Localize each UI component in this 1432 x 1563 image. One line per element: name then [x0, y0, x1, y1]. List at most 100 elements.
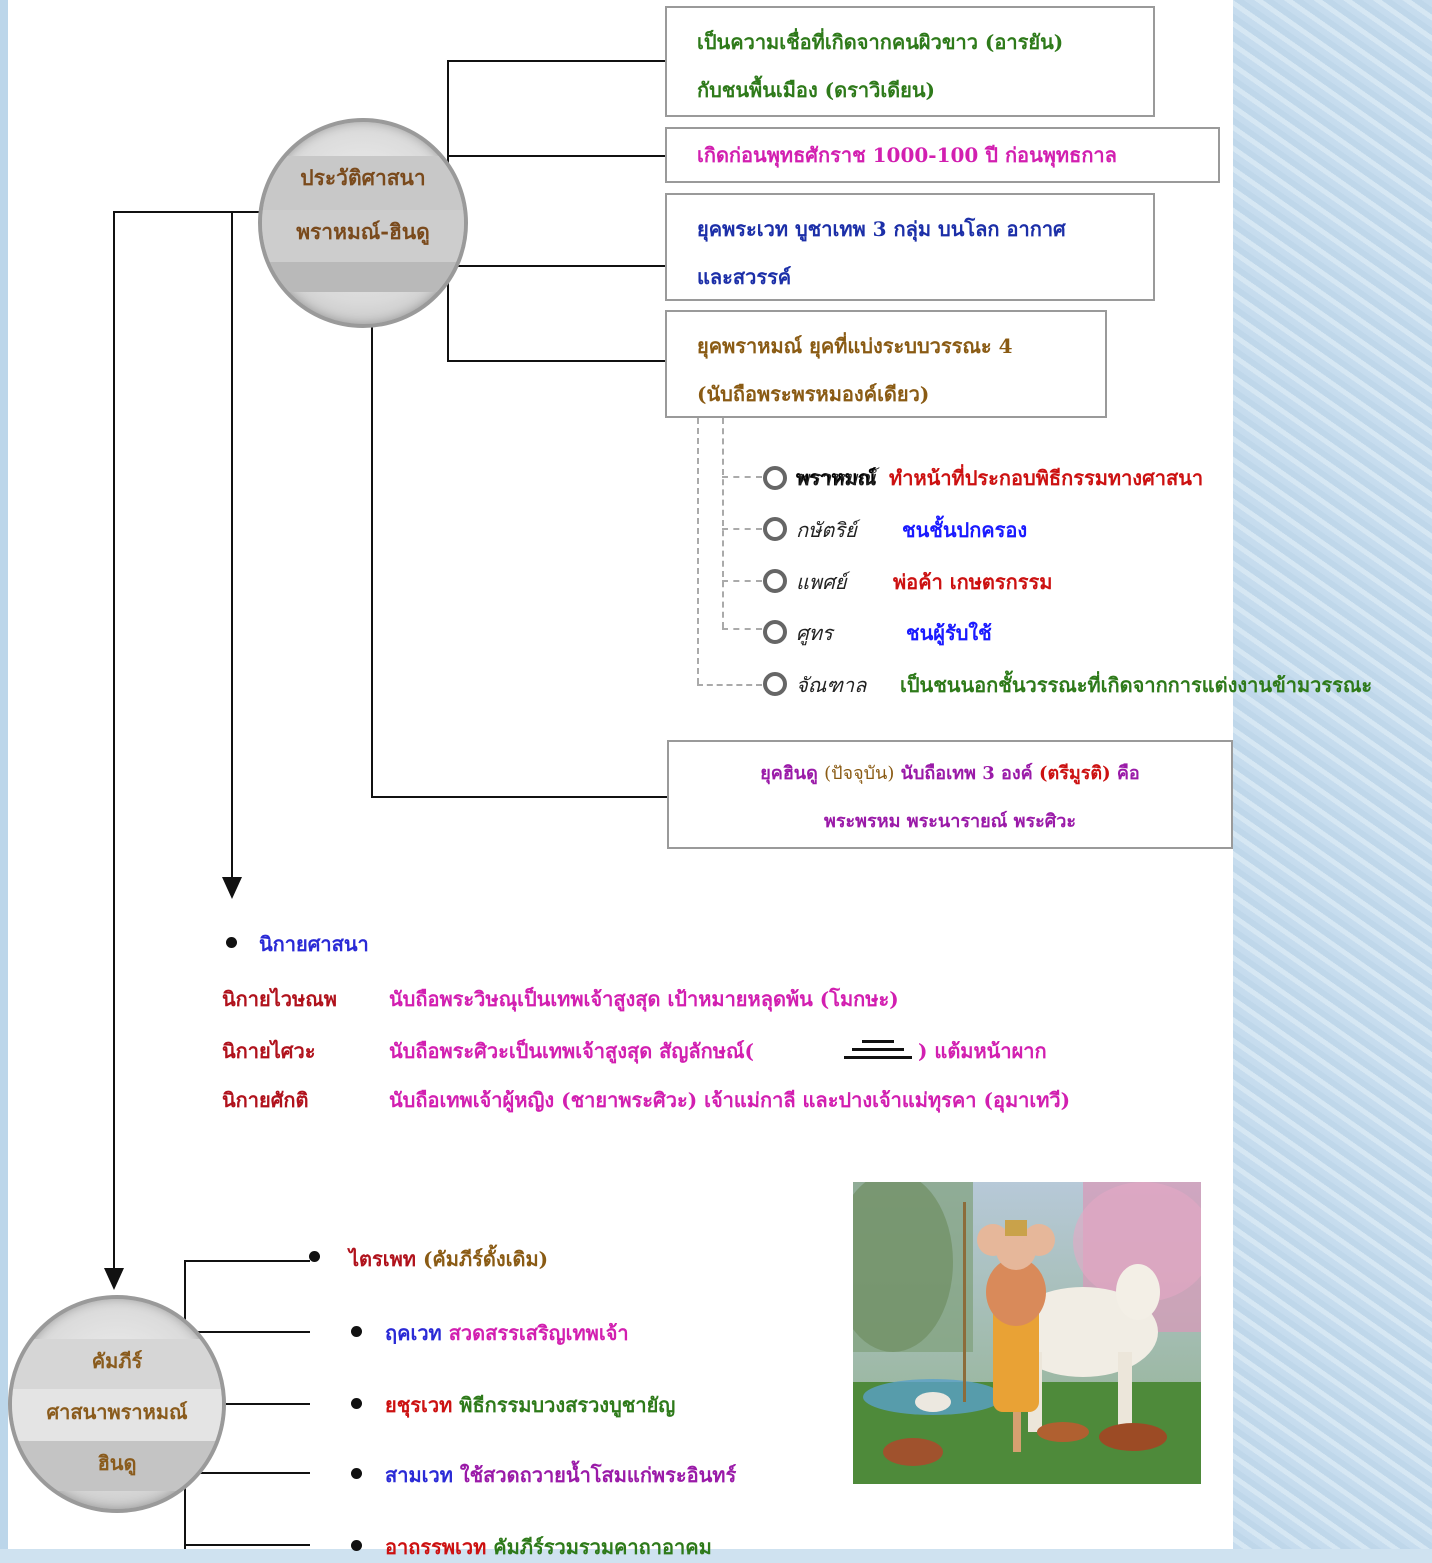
connector	[113, 211, 115, 1273]
circle-bullet-icon	[763, 466, 787, 490]
circle-title-line2: พราหมณ์-ฮินดู	[296, 219, 430, 244]
bullet-icon	[351, 1540, 362, 1551]
info-box-brahman: ยุคพราหมณ์ ยุคที่แบ่งระบบวรรณะ 4 (นับถือ…	[665, 310, 1107, 418]
bullet-icon	[351, 1398, 362, 1409]
history-circle: ประวัติศาสนา พราหมณ์-ฮินดู	[258, 118, 468, 328]
arrow-down-icon	[104, 1268, 124, 1290]
dashed-connector	[722, 528, 762, 530]
scripture-row: ไตรเพท (คัมภีร์ดั้งเดิม)	[349, 1243, 548, 1275]
info-box-vedic: ยุคพระเวท บูชาเทพ 3 กลุ่ม บนโลก อากาศ แล…	[665, 193, 1155, 301]
box-text: (ปัจจุบัน)	[824, 763, 895, 784]
circle-bullet-icon	[763, 620, 787, 644]
info-box-hindu-era: ยุคฮินดู (ปัจจุบัน) นับถือเทพ 3 องค์ (ตร…	[667, 740, 1233, 849]
circle-title-line3: ฮินดู	[97, 1451, 137, 1475]
painting-illustration	[853, 1182, 1201, 1484]
scripture-row: สามเวท ใช้สวดถวายน้ำโสมแก่พระอินทร์	[385, 1459, 736, 1491]
scripture-row: ยชุรเวท พิธีกรรมบวงสรวงบูชายัญ	[385, 1389, 675, 1421]
circle-bullet-icon	[763, 672, 787, 696]
box-text: เกิดก่อนพุทธศักราช 1000-100 ปี ก่อนพุทธก…	[697, 143, 1117, 167]
connector	[447, 360, 665, 362]
sect-desc-part1: นับถือพระศิวะเป็นเทพเจ้าสูงสุด สัญลักษณ์…	[389, 1039, 754, 1063]
caste-name: กษัตริย์	[796, 518, 857, 542]
caste-name: ศูทร	[796, 621, 833, 645]
scripture-name: ไตรเพท	[349, 1247, 416, 1271]
connector	[184, 1544, 310, 1546]
circle-bullet-icon	[763, 569, 787, 593]
caste-name: แพศย์	[796, 570, 847, 594]
connector	[184, 1331, 310, 1333]
sects-heading: นิกายศาสนา	[259, 932, 369, 956]
scripture-desc: พิธีกรรมบวงสรวงบูชายัญ	[459, 1393, 676, 1417]
sect-desc: นับถือเทพเจ้าผู้หญิง (ชายาพระศิวะ) เจ้าแ…	[389, 1088, 1071, 1112]
dashed-connector	[722, 418, 724, 628]
caste-name: จัณฑาล	[796, 673, 867, 697]
tilak-symbol-icon	[844, 1038, 912, 1060]
box-text: กับชนพื้นเมือง (ดราวิเดียน)	[697, 78, 935, 102]
circle-title-line2: ศาสนาพราหมณ์	[46, 1400, 188, 1424]
sect-name: นิกายไวษณพ	[222, 987, 337, 1011]
box-text: พระพรหม พระนารายณ์ พระศิวะ	[823, 811, 1077, 832]
bullet-icon	[309, 1251, 320, 1262]
bullet-icon	[351, 1326, 362, 1337]
dashed-connector	[722, 628, 762, 630]
connector	[447, 60, 665, 62]
scripture-desc: สวดสรรเสริญเทพเจ้า	[448, 1321, 629, 1345]
sect-name: นิกายศักติ	[222, 1088, 309, 1112]
scripture-row: ฤคเวท สวดสรรเสริญเทพเจ้า	[385, 1317, 629, 1349]
bullet-icon	[351, 1468, 362, 1479]
box-text: ยุคพระเวท บูชาเทพ 3 กลุ่ม บนโลก อากาศ	[697, 217, 1066, 241]
scripture-circle: คัมภีร์ ศาสนาพราหมณ์ ฮินดู	[8, 1295, 226, 1513]
dashed-connector	[722, 476, 762, 478]
circle-band	[12, 1389, 222, 1441]
circle-title-line1: ประวัติศาสนา	[300, 165, 426, 190]
scripture-desc: คัมภีร์รวมรวมคาถาอาคม	[493, 1535, 712, 1559]
caste-name: พราหมณ์	[796, 466, 877, 490]
circle-band	[12, 1441, 222, 1491]
connector	[231, 211, 233, 881]
connector	[113, 211, 268, 213]
scripture-row: อาถรรพเวท คัมภีร์รวมรวมคาถาอาคม	[385, 1531, 712, 1563]
caste-desc: ทำหน้าที่ประกอบพิธีกรรมทางศาสนา	[889, 466, 1204, 490]
scripture-desc: (คัมภีร์ดั้งเดิม)	[422, 1247, 549, 1271]
connector	[371, 325, 373, 797]
scripture-name: ฤคเวท	[385, 1321, 442, 1345]
caste-desc: ชนชั้นปกครอง	[902, 518, 1028, 542]
scripture-desc: ใช้สวดถวายน้ำโสมแก่พระอินทร์	[459, 1463, 737, 1487]
circle-title-line1: คัมภีร์	[91, 1349, 143, 1373]
dashed-connector	[697, 418, 699, 684]
connector	[447, 265, 665, 267]
box-text: คือ	[1116, 763, 1140, 784]
connector	[184, 1260, 310, 1262]
caste-desc: ชนผู้รับใช้	[906, 621, 992, 645]
page-background-right	[1233, 0, 1432, 1549]
box-text: นับถือเทพ 3 องค์	[900, 763, 1033, 784]
sect-desc: นับถือพระวิษณุเป็นเทพเจ้าสูงสุด เป้าหมาย…	[389, 987, 899, 1011]
dashed-connector	[722, 580, 762, 582]
circle-band	[262, 156, 464, 210]
info-box-date: เกิดก่อนพุทธศักราช 1000-100 ปี ก่อนพุทธก…	[665, 127, 1220, 183]
connector	[371, 796, 667, 798]
scripture-name: สามเวท	[385, 1463, 453, 1487]
page-background-left	[0, 0, 8, 1549]
box-text: ยุคพราหมณ์ ยุคที่แบ่งระบบวรรณะ 4	[697, 334, 1013, 358]
circle-bullet-icon	[763, 517, 787, 541]
scripture-name: อาถรรพเวท	[385, 1535, 487, 1559]
sect-desc-part2: ) แต้มหน้าผาก	[918, 1039, 1047, 1063]
circle-band	[262, 210, 464, 262]
circle-band	[262, 262, 464, 292]
sect-name: นิกายไศวะ	[222, 1039, 316, 1063]
connector	[447, 155, 665, 157]
bullet-icon	[226, 937, 237, 948]
box-text: (ตรีมูรติ)	[1038, 763, 1111, 784]
caste-name: พราหมณ์	[796, 466, 877, 490]
circle-band	[12, 1339, 222, 1389]
arrow-down-icon	[222, 877, 242, 899]
box-line: ยุคฮินดู (ปัจจุบัน) นับถือเทพ 3 องค์ (ตร…	[679, 750, 1221, 798]
box-text: และสวรรค์	[697, 265, 792, 289]
connector	[184, 1472, 310, 1474]
scripture-name: ยชุรเวท	[385, 1393, 453, 1417]
box-text: เป็นความเชื่อที่เกิดจากคนผิวขาว (อารยัน)	[697, 30, 1064, 54]
box-text: (นับถือพระพรหมองค์เดียว)	[697, 382, 930, 406]
caste-desc: พ่อค้า เกษตรกรรม	[893, 570, 1053, 594]
info-box-origin: เป็นความเชื่อที่เกิดจากคนผิวขาว (อารยัน)…	[665, 6, 1155, 117]
